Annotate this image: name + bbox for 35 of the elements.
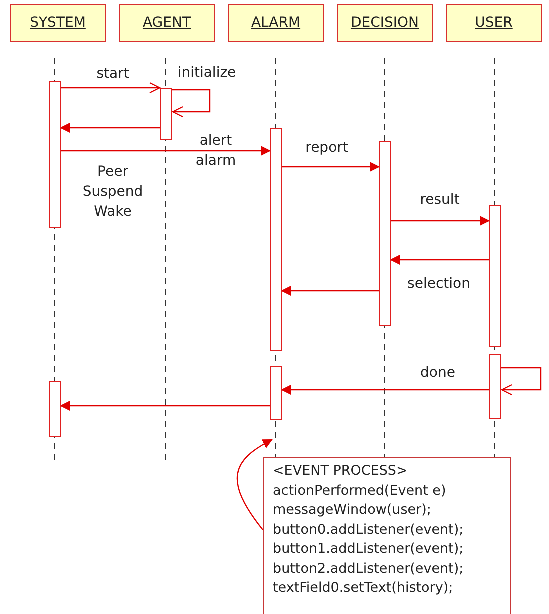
code-line: actionPerformed(Event e) <box>273 482 448 500</box>
object-box: AGENT <box>119 4 215 42</box>
activation-bar <box>489 354 501 419</box>
message-arrow <box>60 401 270 411</box>
code-line: button1.addListener(event); <box>273 540 465 559</box>
message-arrow <box>391 216 490 226</box>
activation-bar <box>270 128 282 351</box>
object-box: SYSTEM <box>10 4 106 42</box>
message-label: alert alarm <box>194 132 238 171</box>
activation-bar <box>49 381 61 437</box>
activation-bar <box>49 81 61 228</box>
message-arrow <box>282 162 380 172</box>
activation-bar <box>379 141 391 326</box>
object-box: DECISION <box>337 4 433 42</box>
code-line: messageWindow(user); <box>273 501 432 520</box>
code-line: button2.addListener(event); <box>273 560 465 578</box>
note-heading: <EVENT PROCESS> <box>273 462 409 481</box>
message-arrow <box>281 385 489 395</box>
activation-bar <box>270 366 282 420</box>
message-arrow <box>60 123 160 133</box>
activation-bar <box>160 88 172 140</box>
object-box: USER <box>446 4 542 42</box>
object-box: ALARM <box>228 4 324 42</box>
activation-bar <box>489 205 501 347</box>
self-message-arrow <box>172 89 211 118</box>
self-message-arrow <box>501 367 542 396</box>
leader-arrow <box>236 439 273 530</box>
note-box <box>263 457 511 614</box>
code-line: button0.addListener(event); <box>273 520 465 540</box>
message-arrow <box>61 82 161 94</box>
code-line: textField0.setText(history); <box>273 579 454 598</box>
message-arrow <box>390 255 489 265</box>
message-arrow <box>61 146 271 156</box>
annotation-text: Peer Suspend Wake <box>82 163 144 222</box>
message-arrow <box>281 286 379 296</box>
